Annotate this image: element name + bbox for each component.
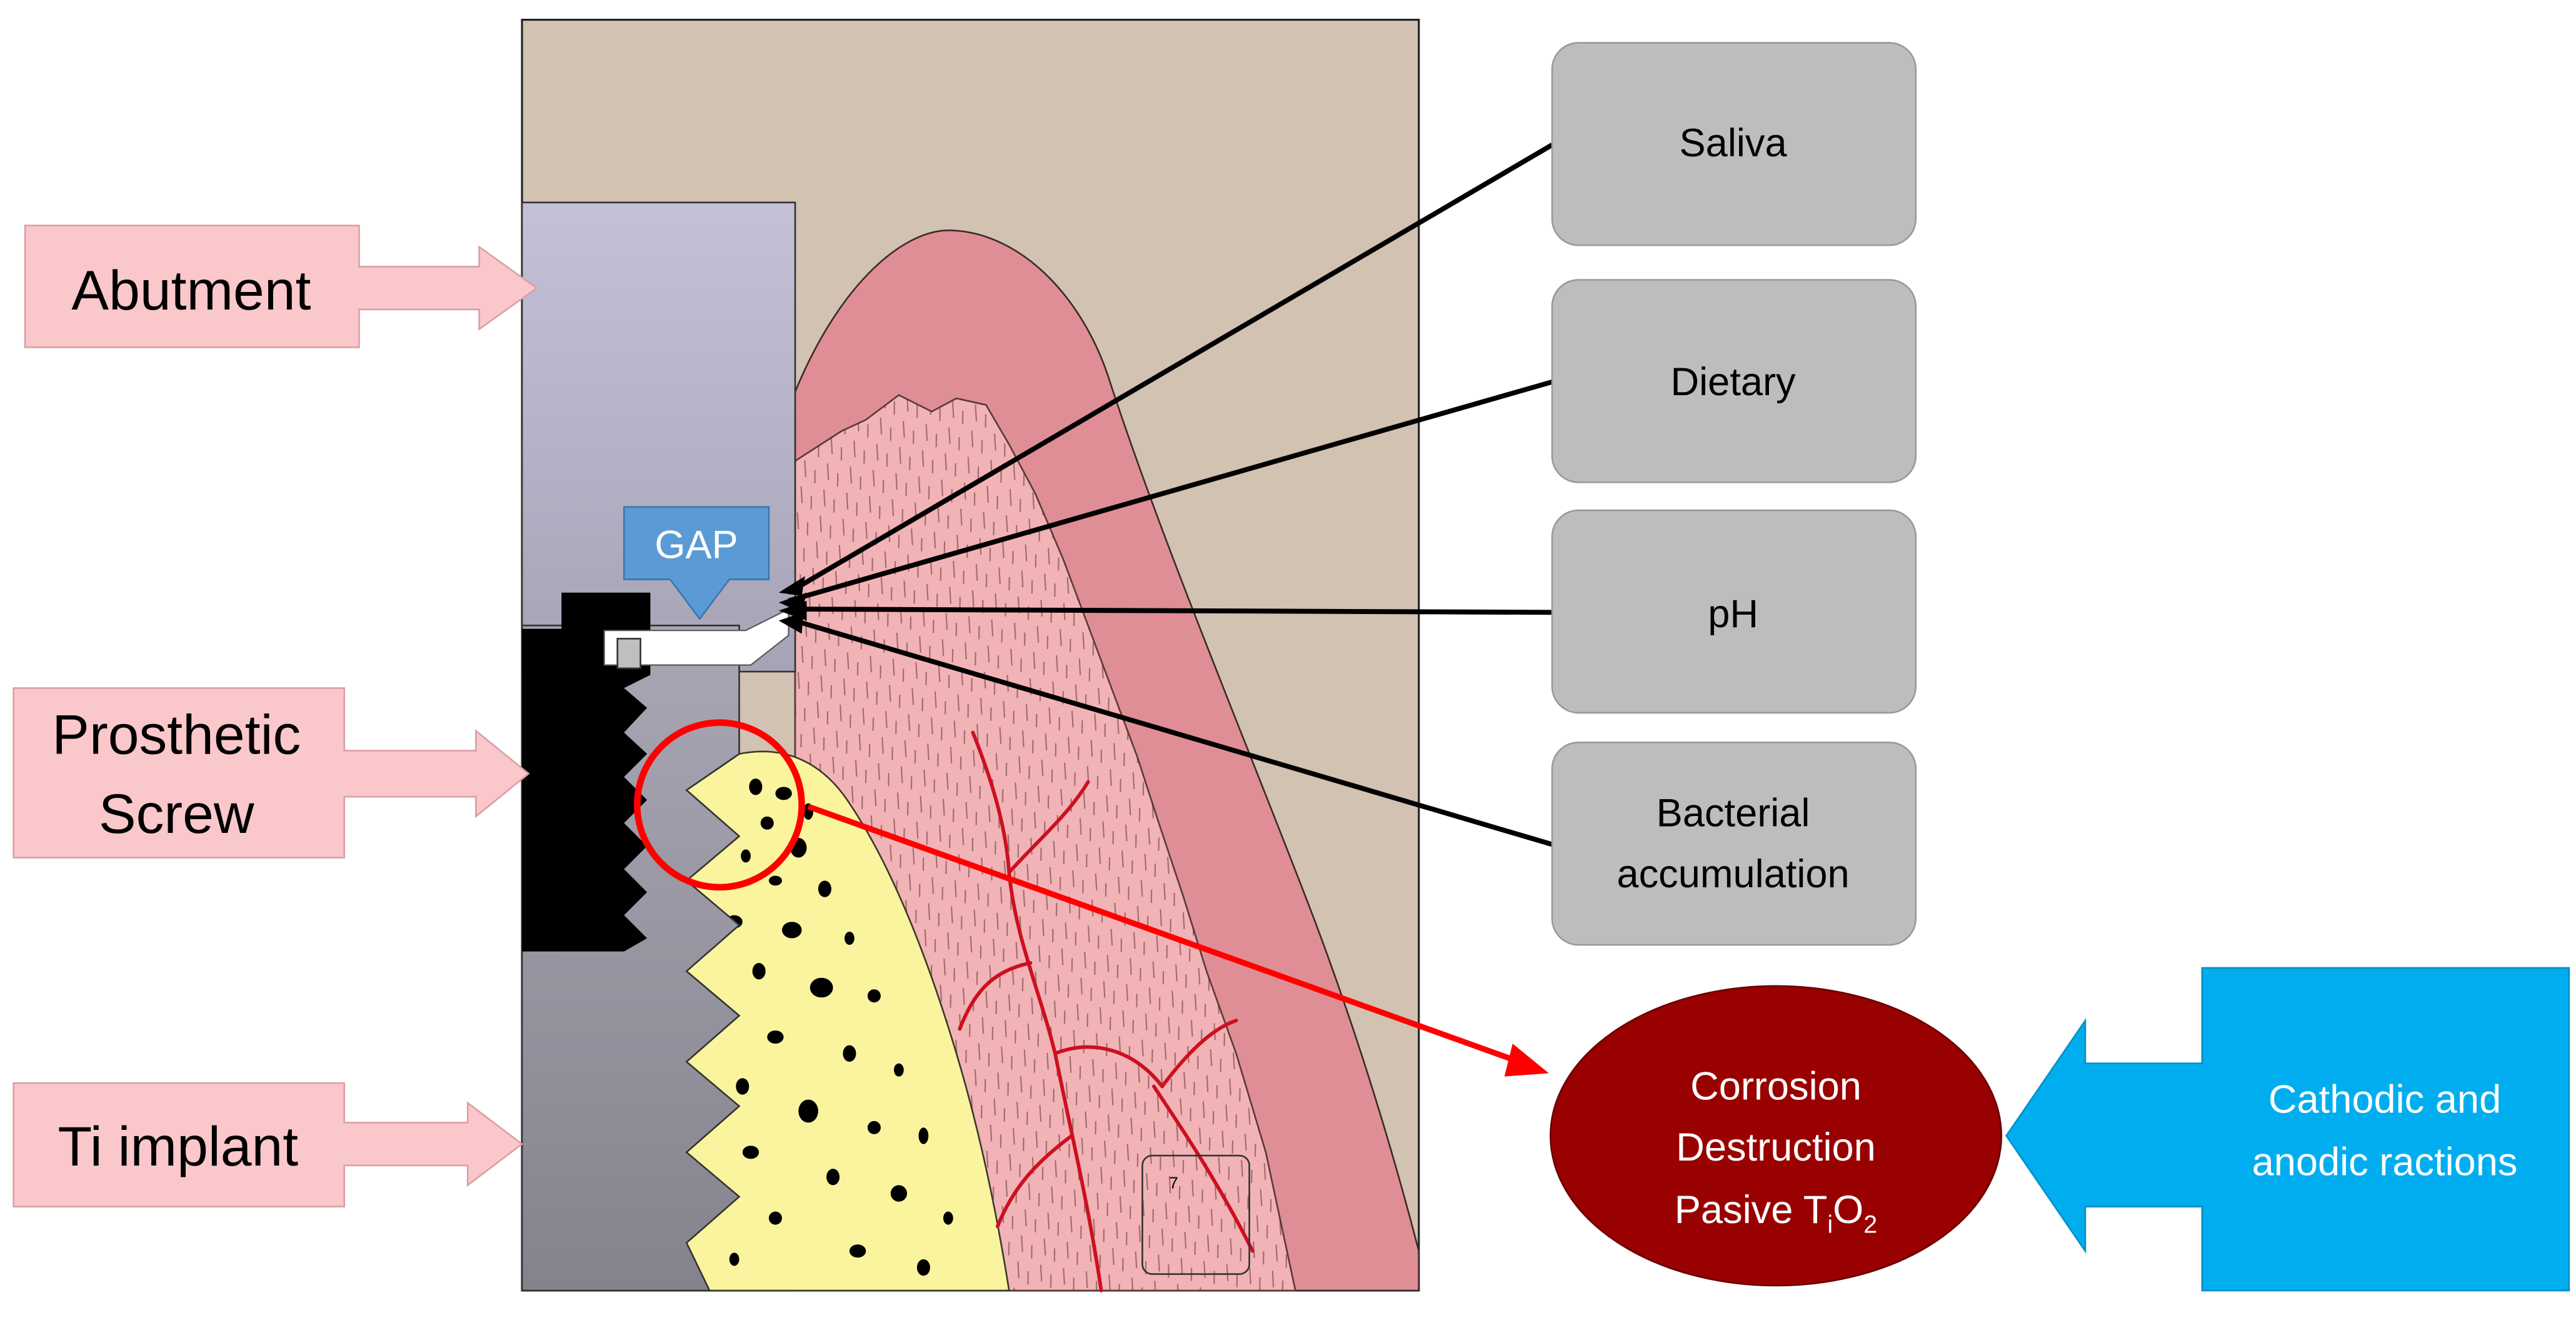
factor-saliva-label: Saliva [1680, 121, 1788, 165]
factor-saliva: Saliva [1551, 42, 1917, 246]
reactions-line1: Cathodic and [2268, 1078, 2501, 1122]
ti-implant-label: Ti implant [58, 1115, 299, 1177]
factor-bacterial-label-line1: Bacterial [1656, 792, 1810, 835]
reactions-line2: anodic ractions [2252, 1141, 2518, 1184]
abutment-label: Abutment [71, 259, 311, 321]
prosthetic-screw [522, 592, 651, 952]
abutment-callout: Abutment [24, 224, 539, 348]
factor-dietary-label: Dietary [1671, 360, 1797, 404]
corrosion-outcome: Corrosion Destruction Pasive TiO2 [1550, 985, 2003, 1287]
factor-arrowheads [778, 576, 807, 634]
bone-pores [721, 778, 953, 1276]
gap-arrow [623, 506, 770, 621]
ti-implant-callout: Ti implant [13, 1082, 524, 1207]
corrosion-arrow [807, 804, 1549, 1077]
outcome-line3: Pasive TiO2 [1675, 1188, 1877, 1239]
outcome-line2: Destruction [1676, 1126, 1876, 1169]
factor-pointer-lines [787, 143, 1554, 847]
outcome-line1: Corrosion [1690, 1065, 1862, 1109]
gap-label: GAP [654, 523, 738, 567]
gap-channel [603, 608, 789, 666]
blood-vessels [958, 730, 1255, 1292]
factor-dietary: Dietary [1551, 279, 1917, 483]
prosthetic-screw-callout: Prosthetic Screw [13, 687, 530, 859]
factor-bacterial: Bacterial accumulation [1551, 741, 1917, 946]
figure-marker: 7 [1169, 1174, 1178, 1192]
reactions-callout: Cathodic and anodic ractions [2005, 967, 2570, 1292]
figure-marker-box [1141, 1154, 1250, 1275]
bone-region [686, 750, 1010, 1292]
factor-bacterial-label-line2: accumulation [1616, 852, 1849, 896]
illustration-panel: GAP 7 [521, 19, 1420, 1292]
gap-marker [616, 638, 641, 670]
factor-ph: pH [1551, 509, 1917, 714]
factor-ph-label: pH [1708, 592, 1758, 636]
corrosion-highlight-circle [634, 719, 805, 891]
prosthetic-screw-label-line2: Screw [99, 782, 254, 845]
prosthetic-screw-label-line1: Prosthetic [52, 703, 301, 766]
